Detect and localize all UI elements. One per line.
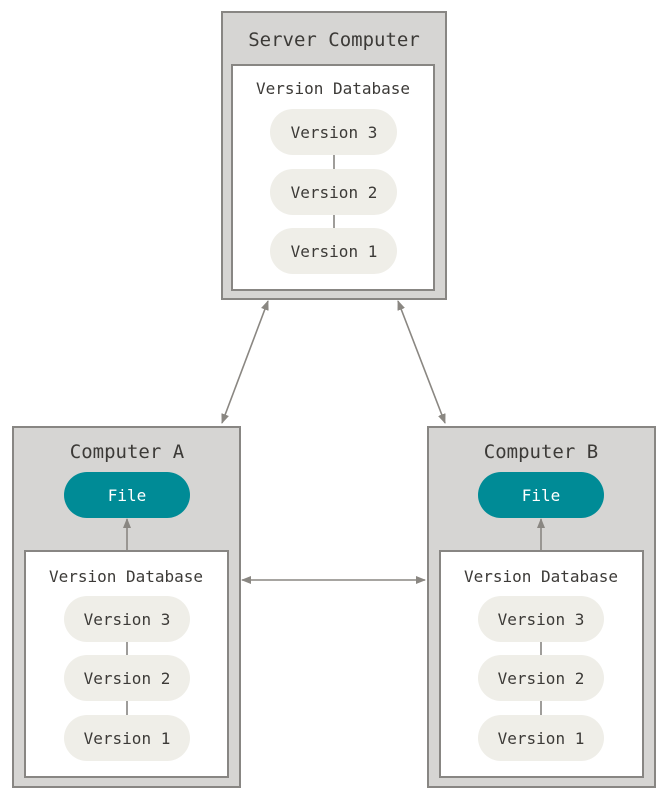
computer-b-version-database-label: Version Database — [464, 567, 618, 586]
server-computer: Server Computer Version Database Version… — [221, 11, 447, 300]
server-computer-title: Server Computer — [248, 29, 420, 51]
server-version-database-label: Version Database — [256, 79, 410, 98]
computer-a-version-1-pill — [64, 715, 190, 761]
computer-b-version-3-pill — [478, 596, 604, 642]
server-version-3-pill — [270, 109, 397, 155]
computer-b-version-2: Version 2 — [498, 669, 585, 688]
server-to-computer-b-arrow — [397, 300, 446, 424]
computer-a-file-label: File — [108, 486, 147, 505]
computer-a-version-2-pill — [64, 655, 190, 701]
server-version-2-pill — [270, 169, 397, 215]
computer-a-version-database-label: Version Database — [49, 567, 203, 586]
computer-a-title: Computer A — [70, 441, 185, 463]
computer-a-file — [64, 472, 190, 518]
computer-b-file — [478, 472, 604, 518]
server-version-3: Version 3 — [291, 123, 378, 142]
server-version-1: Version 1 — [291, 242, 378, 261]
computer-b-version-2-pill — [478, 655, 604, 701]
computer-b-file-label: File — [522, 486, 561, 505]
computer-a-version-2: Version 2 — [84, 669, 171, 688]
computer-b-version-1: Version 1 — [498, 729, 585, 748]
server-to-computer-a-arrow — [221, 300, 269, 424]
computer-b-title: Computer B — [484, 441, 598, 463]
server-version-1-pill — [270, 228, 397, 274]
computer-b-version-3: Version 3 — [498, 610, 585, 629]
computer-a: Computer A File Version Database Version… — [12, 426, 241, 788]
computer-b-version-1-pill — [478, 715, 604, 761]
computer-a-version-3: Version 3 — [84, 610, 171, 629]
computer-a-version-3-pill — [64, 596, 190, 642]
computer-a-version-1: Version 1 — [84, 729, 171, 748]
computer-b: Computer B File Version Database Version… — [427, 426, 656, 788]
server-version-2: Version 2 — [291, 183, 378, 202]
